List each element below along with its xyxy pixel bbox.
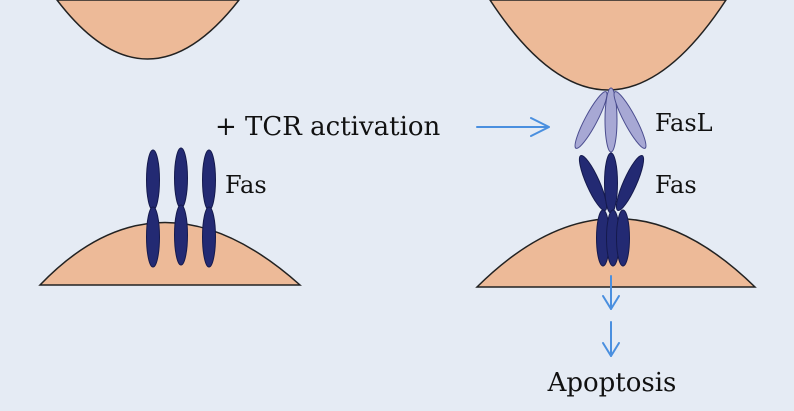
fas-receptor — [202, 149, 216, 211]
apoptosis-label: Apoptosis — [547, 368, 677, 398]
left-fas-receptor-group — [146, 147, 216, 268]
fas-receptor — [578, 154, 608, 212]
fas-receptor — [174, 204, 188, 266]
fas-receptor — [202, 206, 216, 268]
down-arrow-head-icon — [602, 342, 620, 357]
left-bottom-cell — [38, 221, 302, 286]
right-arrow-head-icon — [530, 117, 550, 137]
fasl-ligand — [613, 91, 647, 149]
down-arrow-1 — [602, 275, 620, 310]
fas-trimer-group — [578, 152, 645, 267]
right-top-cell — [489, 0, 727, 91]
fas-receptor — [174, 147, 188, 209]
tcr-activation-label: + TCR activation — [215, 112, 441, 142]
fasl-ligand-group — [574, 87, 647, 153]
fas-receptor — [146, 206, 160, 268]
fas-receptor — [604, 152, 618, 214]
right-fas-label: Fas — [655, 171, 697, 199]
left-panel: Fas — [38, 0, 302, 286]
fasl-ligand — [574, 91, 608, 149]
fas-receptor — [616, 209, 630, 267]
down-arrow-2 — [602, 321, 620, 357]
left-top-cell — [56, 0, 240, 60]
tcr-activation-step: + TCR activation — [215, 112, 550, 142]
left-fas-label: Fas — [225, 171, 267, 199]
fasl-ligand — [604, 87, 618, 153]
fasl-label: FasL — [655, 109, 713, 137]
right-panel: FasL Fas Apoptosis — [475, 0, 757, 398]
fas-receptor — [146, 149, 160, 211]
down-arrow-head-icon — [602, 295, 620, 310]
fas-receptor — [615, 154, 645, 212]
